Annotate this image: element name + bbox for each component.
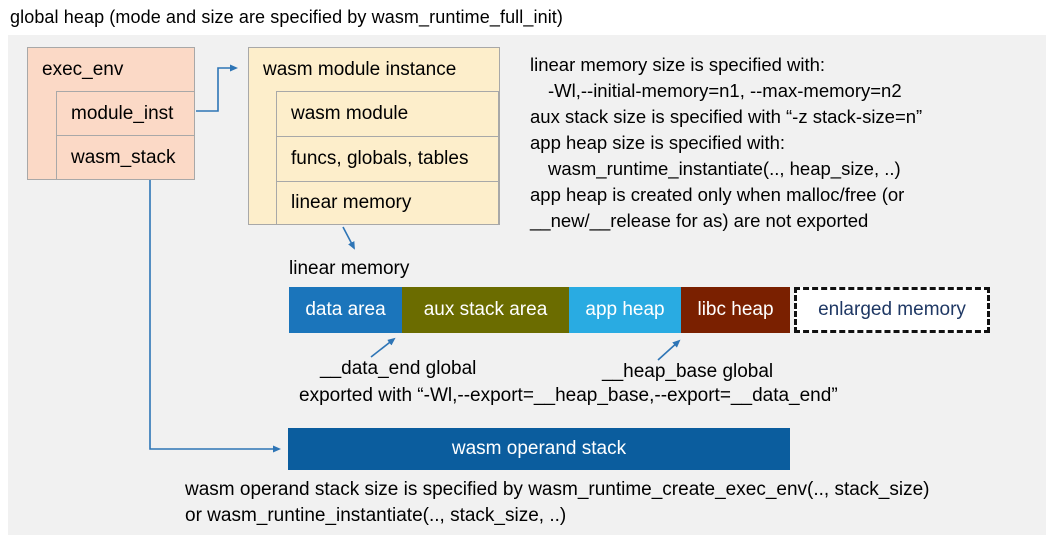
row-wasm-module: wasm module — [276, 91, 499, 137]
linear-memory-notes: linear memory size is specified with: -W… — [530, 52, 1042, 234]
segment-data-area: data area — [289, 287, 402, 333]
data-end-global-label: __data_end global — [320, 358, 477, 379]
wasm-module-instance-box: wasm module instance wasm module funcs, … — [248, 47, 500, 225]
note-line: __new/__release for as) are not exported — [530, 210, 869, 231]
segment-app-heap: app heap — [569, 287, 681, 333]
enlarged-memory-box: enlarged memory — [794, 287, 990, 333]
segment-libc-heap: libc heap — [681, 287, 790, 333]
diagram-title: global heap (mode and size are specified… — [10, 7, 563, 27]
segment-aux-stack-area: aux stack area — [402, 287, 569, 333]
row-linear-memory: linear memory — [276, 181, 499, 225]
exec-env-label: exec_env — [42, 59, 124, 80]
note-line: wasm_runtime_instantiate(.., heap_size, … — [548, 158, 901, 179]
note-line: aux stack size is specified with “-z sta… — [530, 106, 923, 127]
note-line: linear memory size is specified with: — [530, 54, 826, 75]
note-line: app heap is created only when malloc/fre… — [530, 184, 905, 205]
exec-env-row-module-inst: module_inst — [56, 91, 195, 136]
linear-memory-label: linear memory — [289, 258, 410, 279]
exec-env-box: exec_env module_inst wasm_stack — [27, 47, 195, 180]
operand-stack-notes: wasm operand stack size is specified by … — [185, 477, 930, 529]
row-funcs-globals-tables: funcs, globals, tables — [276, 136, 499, 182]
note-line: or wasm_runtine_instantiate(.., stack_si… — [185, 505, 567, 526]
wasm-operand-stack-bar: wasm operand stack — [288, 428, 790, 470]
wasm-module-instance-label: wasm module instance — [263, 59, 457, 80]
note-line: wasm operand stack size is specified by … — [185, 479, 930, 500]
heap-base-global-label: __heap_base global — [602, 361, 774, 382]
export-flags-label: exported with “-Wl,--export=__heap_base,… — [299, 385, 838, 406]
note-line: app heap size is specified with: — [530, 132, 786, 153]
note-line: -Wl,--initial-memory=n1, --max-memory=n2 — [548, 80, 902, 101]
exec-env-row-wasm-stack: wasm_stack — [56, 135, 195, 180]
